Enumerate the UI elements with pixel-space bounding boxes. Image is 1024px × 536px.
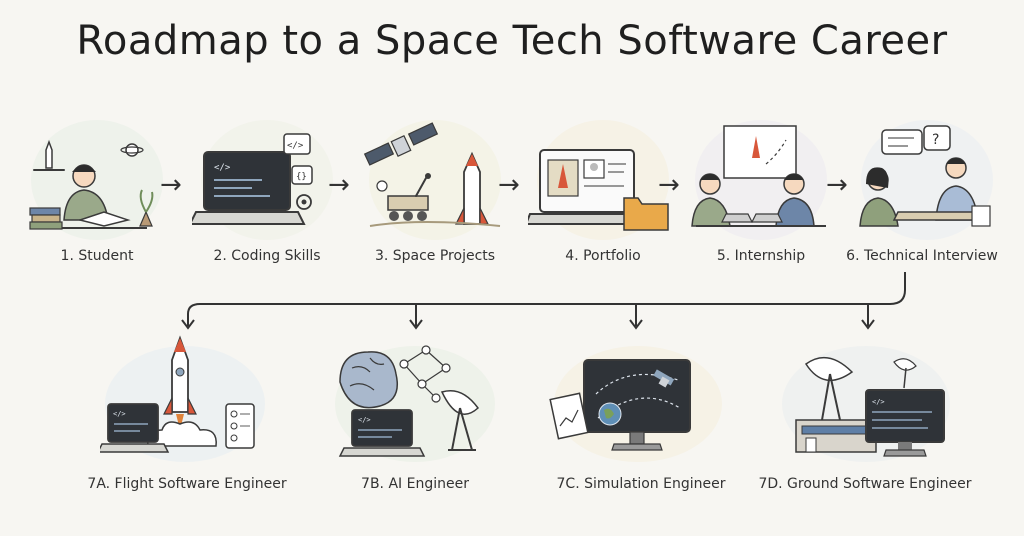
flow-arrow-icon: → — [498, 170, 520, 200]
stage-label: 3. Space Projects — [374, 248, 496, 264]
flow-arrow-icon: → — [328, 170, 350, 200]
orbit-simulation-icon — [549, 346, 722, 462]
laptop-code-icon: </> </> {} — [192, 120, 333, 240]
page-title: Roadmap to a Space Tech Software Career — [76, 18, 948, 64]
flow-arrow-icon: → — [160, 170, 182, 200]
stage-technical-interview: ? — [852, 108, 1002, 258]
svg-text:?: ? — [932, 132, 939, 148]
stage-label: 5. Internship — [716, 248, 806, 264]
stage-internship — [686, 108, 836, 258]
rover-satellite-icon — [363, 120, 501, 240]
internship-icon — [691, 120, 827, 240]
stage-student — [22, 108, 172, 258]
svg-text:</>: </> — [113, 410, 126, 418]
career-ai-engineer: </> — [330, 334, 500, 484]
stage-coding-skills: </> </> {} — [192, 108, 342, 258]
stage-label: 6. Technical Interview — [846, 248, 998, 264]
svg-text:</>: </> — [214, 163, 231, 173]
stage-space-projects — [360, 108, 510, 258]
portfolio-icon — [528, 120, 669, 240]
stage-label: 4. Portfolio — [565, 248, 641, 264]
career-flight-software: </> — [100, 334, 270, 484]
career-simulation-engineer — [548, 334, 728, 484]
student-icon — [29, 120, 163, 240]
svg-text:</>: </> — [287, 141, 304, 151]
flow-arrow-icon: → — [826, 170, 848, 200]
stage-portfolio — [528, 108, 678, 258]
career-label: 7A. Flight Software Engineer — [87, 476, 287, 492]
career-ground-software: </> — [776, 334, 956, 484]
stage-label: 1. Student — [60, 248, 134, 264]
career-label: 7B. AI Engineer — [361, 476, 469, 492]
ai-brain-icon: </> — [335, 345, 495, 462]
svg-text:</>: </> — [358, 416, 371, 424]
interview-icon: ? — [859, 120, 993, 240]
stage-label: 2. Coding Skills — [213, 248, 321, 264]
career-label: 7D. Ground Software Engineer — [758, 476, 972, 492]
svg-text:{}: {} — [296, 172, 307, 182]
svg-text:</>: </> — [872, 398, 885, 406]
ground-station-icon: </> — [782, 346, 950, 462]
rocket-launch-icon: </> — [100, 335, 265, 462]
career-label: 7C. Simulation Engineer — [556, 476, 726, 492]
flow-arrow-icon: → — [658, 170, 680, 200]
